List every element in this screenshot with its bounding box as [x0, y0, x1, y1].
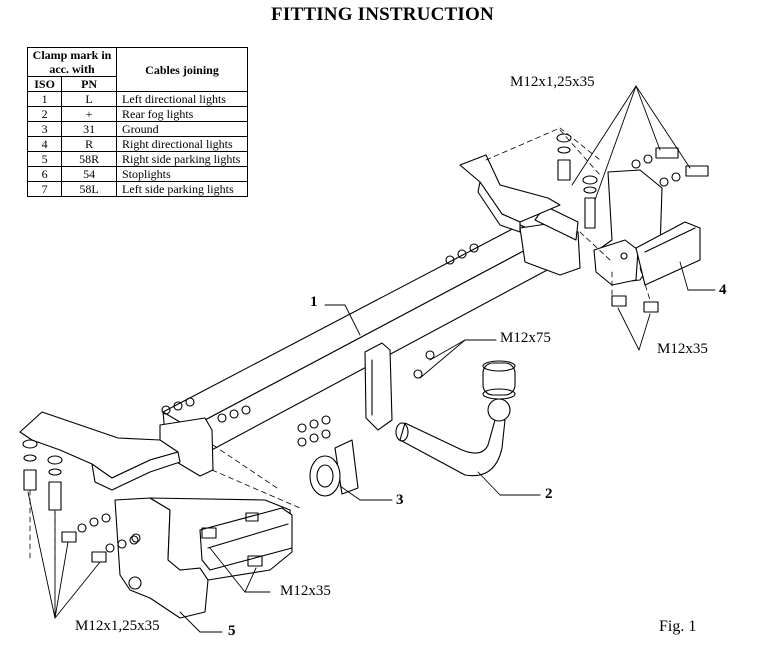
- bolt-label-right: M12x35: [657, 341, 708, 357]
- desc-cell: Right directional lights: [116, 136, 248, 152]
- bolt-label-top: M12x1,25x35: [510, 74, 595, 90]
- socket-plate: [309, 439, 359, 497]
- table-row: 6 54 Stoplights: [26, 166, 248, 182]
- clamp-header: Clamp mark in acc. with: [27, 47, 117, 77]
- bolt-label-mid: M12x75: [500, 330, 551, 346]
- iso-cell: 4: [26, 136, 63, 152]
- right-arm: [459, 154, 561, 233]
- pn-header: PN: [61, 76, 117, 92]
- part-number-3: 3: [396, 492, 404, 508]
- part-number-4: 4: [719, 282, 727, 298]
- bolt-label-bottom: M12x35: [280, 583, 331, 599]
- table-row: 7 58L Left side parking lights: [26, 181, 248, 197]
- leader-lines: [27, 85, 716, 633]
- right-side-plate: [593, 169, 701, 286]
- iso-cell: 7: [26, 181, 63, 197]
- part-number-1: 1: [310, 294, 318, 310]
- desc-cell: Right side parking lights: [116, 151, 248, 167]
- desc-cell: Rear fog lights: [116, 106, 248, 122]
- wiring-table: Clamp mark in acc. with Cables joining I…: [26, 47, 248, 197]
- tow-ball: [395, 360, 516, 477]
- pn-cell: 58R: [61, 151, 117, 167]
- assembly-lines: [29, 127, 651, 561]
- part-number-2: 2: [545, 486, 553, 502]
- desc-cell: Left side parking lights: [116, 181, 248, 197]
- part-number-5: 5: [228, 623, 236, 639]
- table-row: 4 R Right directional lights: [26, 136, 248, 152]
- left-arm: [19, 411, 181, 491]
- table-row: 2 + Rear fog lights: [26, 106, 248, 122]
- figure-caption: Fig. 1: [659, 618, 697, 635]
- page-title: FITTING INSTRUCTION: [271, 4, 494, 25]
- bolt-label-bottom-left: M12x1,25x35: [75, 618, 160, 634]
- left-side-plate: [114, 497, 293, 619]
- table-row: 5 58R Right side parking lights: [26, 151, 248, 167]
